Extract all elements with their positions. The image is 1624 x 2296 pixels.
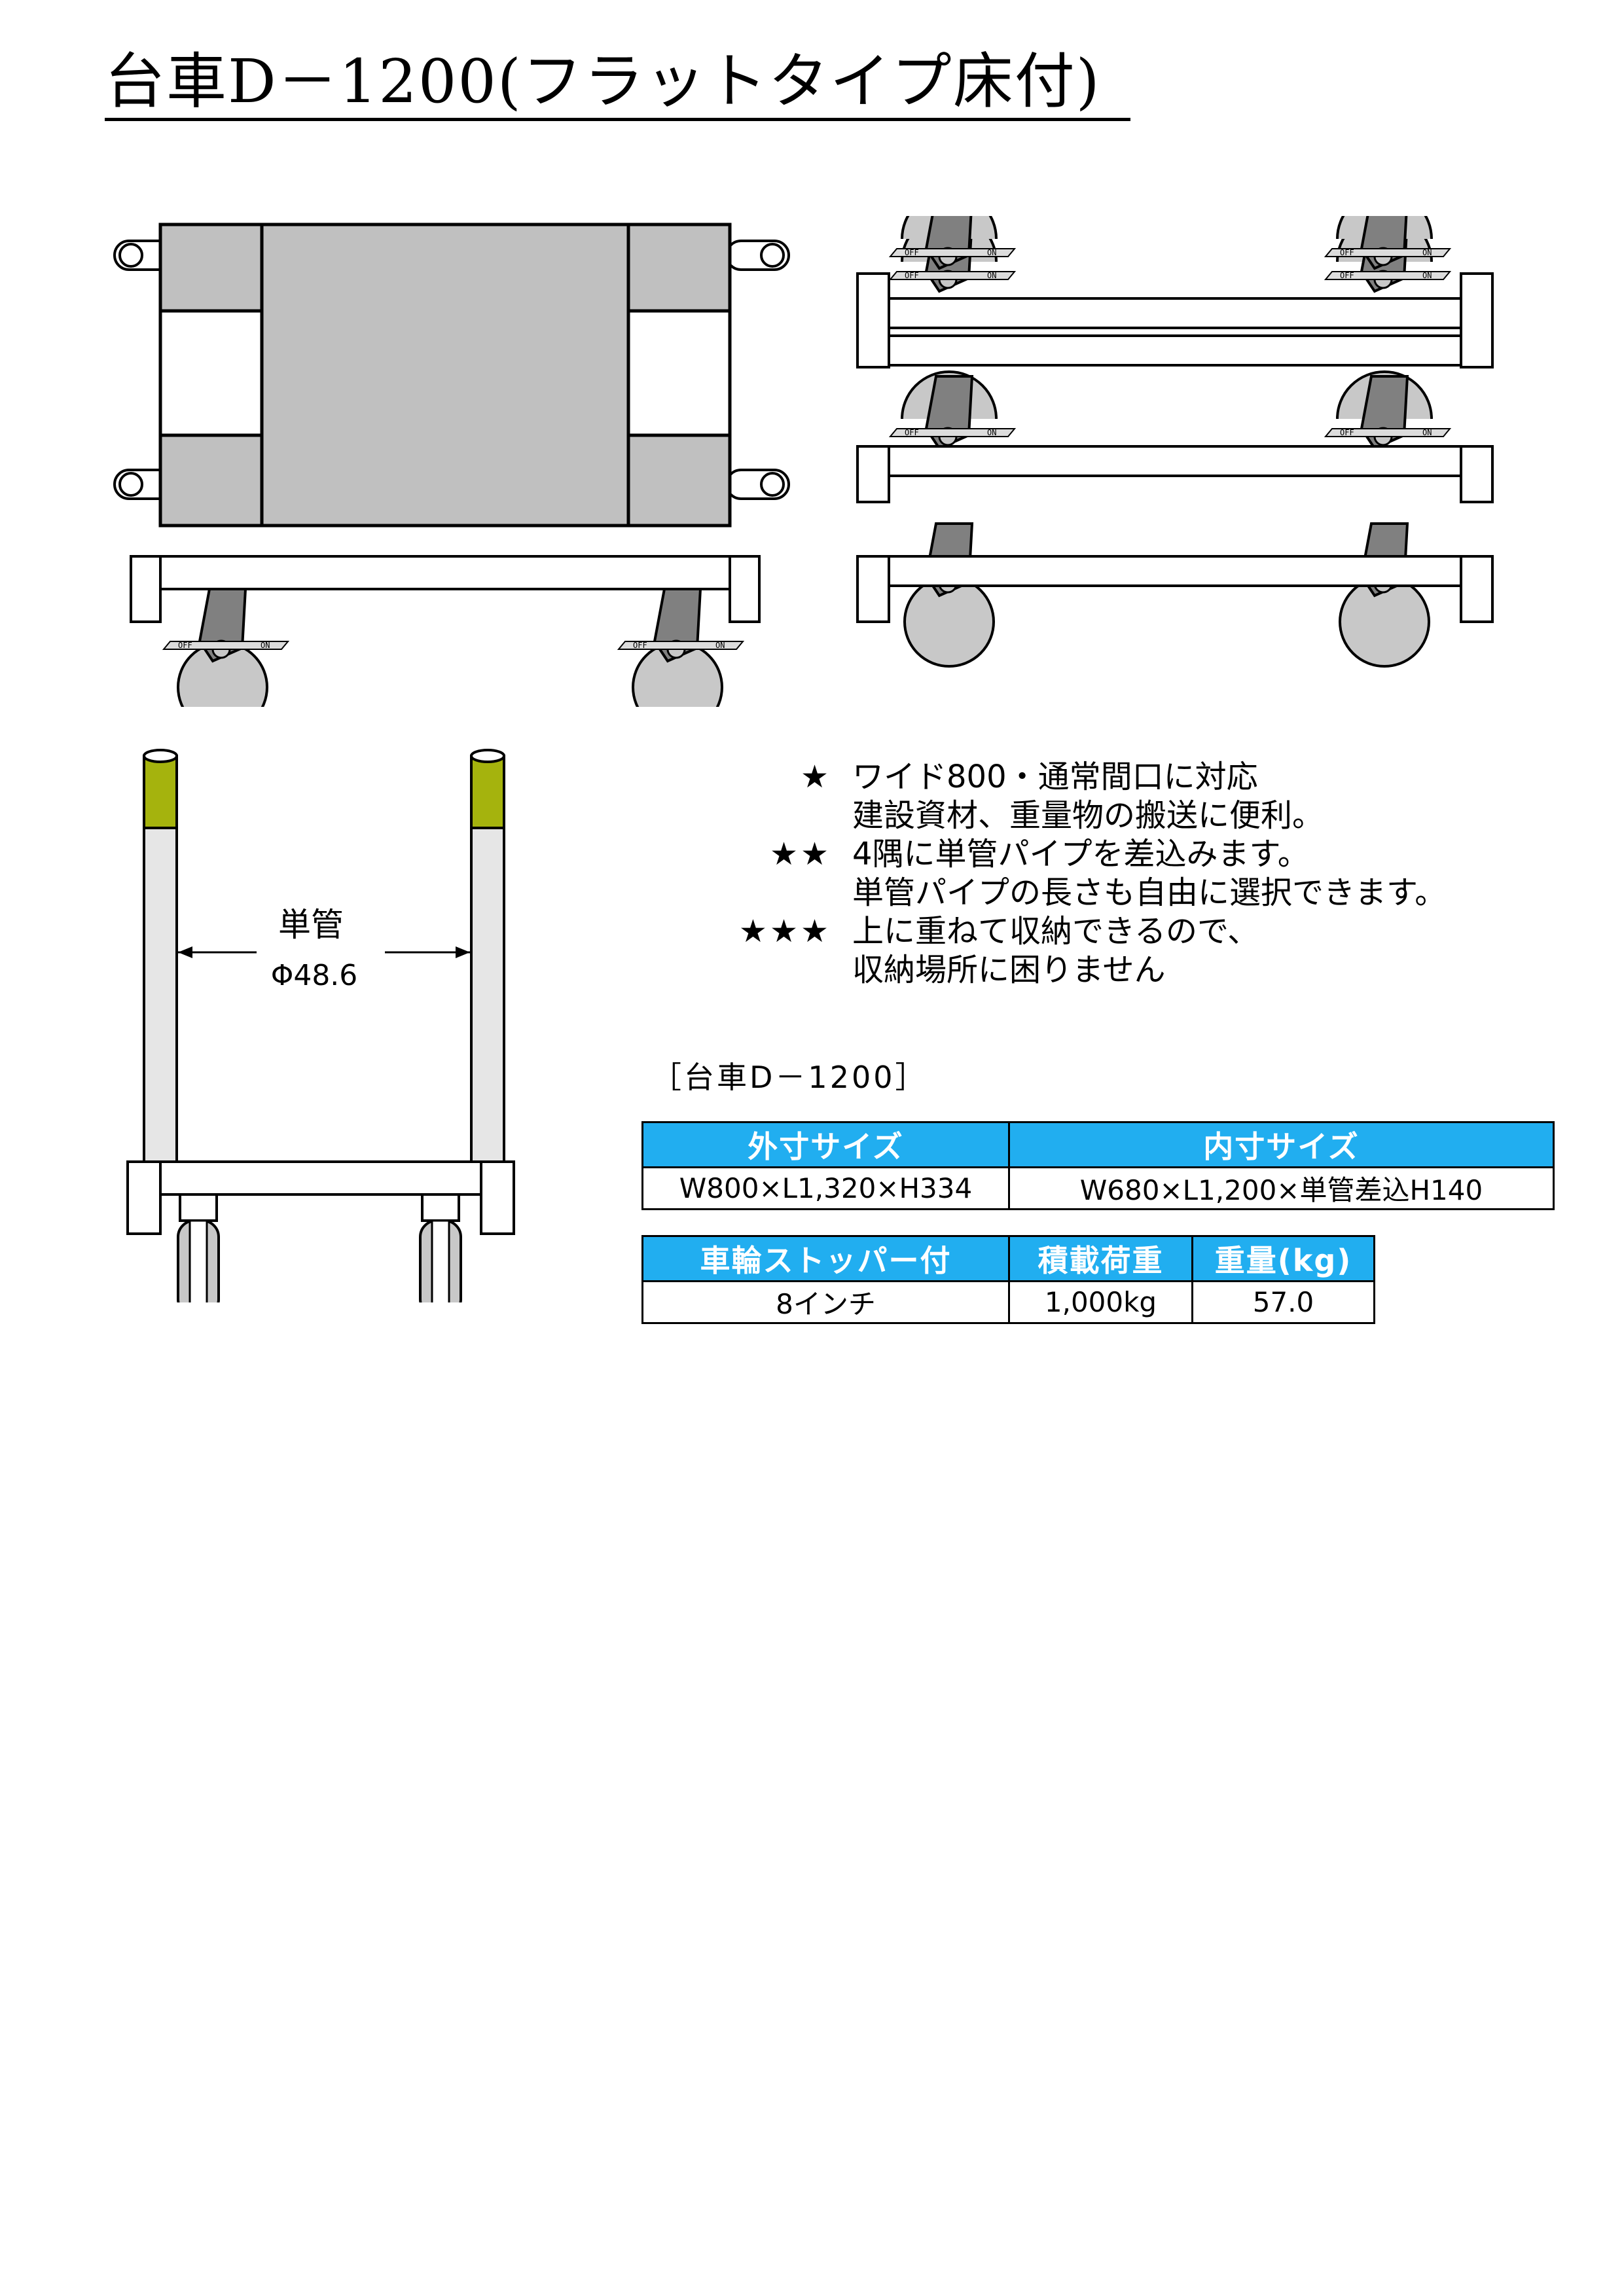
feature-item: ★★★ 上に重ねて収納できるので、 収納場所に困りません — [700, 912, 1446, 990]
caster-lock-plate: OFF ON — [888, 248, 1017, 257]
lock-off-label: OFF — [633, 641, 647, 650]
feature-line: 4隅に単管パイプを差込みます。 — [852, 836, 1309, 872]
caster-wheel: OFF ON — [617, 588, 745, 707]
page-title: 台車D－1200(フラットタイプ床付) — [105, 46, 1101, 117]
feature-line: ワイド800・通常間口に対応 — [852, 759, 1258, 795]
caster-wheel: OFF ON — [1324, 216, 1452, 270]
handle-loop-top-right — [725, 240, 790, 271]
caster-right: OFF ON — [617, 588, 745, 707]
caster-wheel: OFF ON — [888, 216, 1017, 270]
caster-wheel: OFF ON — [888, 370, 1017, 450]
lock-off-label: OFF — [1340, 248, 1354, 257]
pipe-right — [470, 749, 505, 1163]
caster-left: OFF ON — [162, 588, 290, 707]
table-cell: 1,000kg — [1008, 1280, 1193, 1324]
feature-list: ★ ワイド800・通常間口に対応 建設資材、重量物の搬送に便利。 ★★ 4隅に単… — [700, 758, 1446, 990]
table-cell: W680×L1,200×単管差込H140 — [1008, 1166, 1555, 1210]
stack-frame-middle — [856, 445, 1494, 503]
feature-line: 単管パイプの長さも自由に選択できます。 — [852, 874, 1447, 911]
table-header: 重量(kg) — [1191, 1235, 1375, 1282]
specs-table: 車輪ストッパー付 積載荷重 重量(kg) 8インチ 1,000kg 57.0 — [641, 1235, 1375, 1324]
section-label: ［台車D－1200］ — [651, 1060, 928, 1095]
pipe-socket-left — [158, 309, 264, 437]
table-header: 外寸サイズ — [641, 1121, 1010, 1168]
feature-line: 建設資材、重量物の搬送に便利。 — [852, 797, 1324, 834]
handle-loop-bottom-right — [725, 469, 790, 500]
lock-on-label: ON — [987, 271, 996, 280]
feature-item: ★ ワイド800・通常間口に対応 建設資材、重量物の搬送に便利。 — [700, 758, 1446, 835]
cart-end-view-with-pipes: 単管 Φ48.6 — [126, 749, 515, 1302]
star-rating-icon: ★★ — [769, 836, 831, 872]
end-wheel-left — [177, 1193, 220, 1302]
stack-frame-top — [856, 272, 1494, 368]
pipe-span-arrow — [178, 946, 470, 958]
lock-off-label: OFF — [905, 248, 919, 257]
caster-lock-plate: OFF ON — [162, 641, 290, 650]
table-cell: 8インチ — [641, 1280, 1010, 1324]
lock-off-label: OFF — [178, 641, 192, 650]
stack-frame-bottom — [856, 555, 1494, 623]
pipe-left — [143, 749, 178, 1163]
lock-off-label: OFF — [1340, 271, 1354, 280]
table-header: 内寸サイズ — [1008, 1121, 1555, 1168]
pipe-label: 単管 — [278, 906, 344, 944]
caster-lock-plate: OFF ON — [1324, 428, 1452, 437]
table-header: 積載荷重 — [1008, 1235, 1193, 1282]
lock-on-label: ON — [987, 428, 996, 437]
side-frame — [130, 555, 761, 590]
dimensions-table: 外寸サイズ 内寸サイズ W800×L1,320×H334 W680×L1,200… — [641, 1121, 1555, 1210]
table-cell: W800×L1,320×H334 — [641, 1166, 1010, 1210]
star-rating-icon: ★ — [800, 759, 831, 795]
feature-line: 収納場所に困りません — [852, 952, 1166, 988]
feature-line: 上に重ねて収納できるので、 — [852, 913, 1259, 950]
caster-lock-plate: OFF ON — [1324, 271, 1452, 280]
feature-item: ★★ 4隅に単管パイプを差込みます。 単管パイプの長さも自由に選択できます。 — [700, 835, 1446, 912]
caster-lock-plate: OFF ON — [888, 428, 1017, 437]
lock-on-label: ON — [1422, 271, 1432, 280]
table-header: 車輪ストッパー付 — [641, 1235, 1010, 1282]
end-frame — [126, 1160, 515, 1196]
end-wheel-right — [419, 1193, 462, 1302]
table-cell: 57.0 — [1191, 1280, 1375, 1324]
lock-off-label: OFF — [1340, 428, 1354, 437]
caster-lock-plate: OFF ON — [1324, 248, 1452, 257]
caster-lock-plate: OFF ON — [888, 271, 1017, 280]
lock-off-label: OFF — [905, 428, 919, 437]
cart-top-view — [113, 223, 790, 528]
caster-wheel: OFF ON — [162, 588, 290, 707]
caster-lock-plate: OFF ON — [617, 641, 745, 650]
cart-side-view: OFF ON OFF ON — [130, 555, 761, 707]
lock-on-label: ON — [715, 641, 725, 650]
star-rating-icon: ★★★ — [738, 913, 831, 950]
lock-off-label: OFF — [905, 271, 919, 280]
caster-wheel: OFF ON — [1324, 370, 1452, 450]
lock-on-label: ON — [1422, 428, 1432, 437]
lock-on-label: ON — [261, 641, 270, 650]
title-underline — [105, 118, 1130, 121]
lock-on-label: ON — [987, 248, 996, 257]
pipe-diameter: Φ48.6 — [271, 959, 358, 992]
pipe-socket-right — [626, 309, 732, 437]
lock-on-label: ON — [1422, 248, 1432, 257]
